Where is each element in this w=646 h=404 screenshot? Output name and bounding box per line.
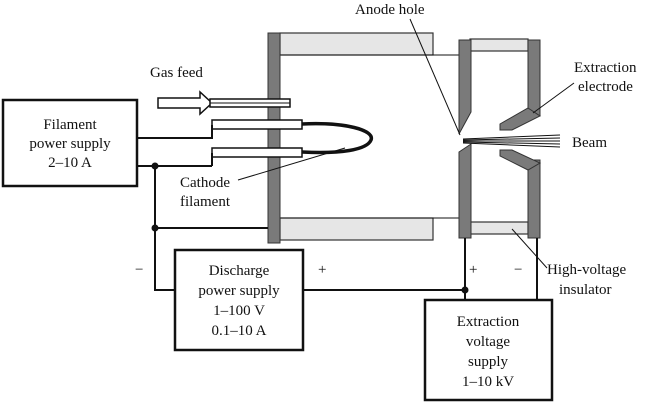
chamber-insulator-tubes: [279, 32, 529, 241]
discharge-minus-sign: −: [135, 262, 143, 278]
cathode-filament-label-line-2: filament: [180, 194, 231, 210]
discharge-supply-line-4: 0.1–10 A: [211, 323, 266, 339]
extraction-electrode-lower-plate: [527, 159, 541, 239]
discharge-supply-line-1: Discharge: [209, 263, 270, 279]
extraction-supply-line-2: voltage: [466, 334, 510, 350]
chamber-back-wall: [267, 32, 281, 244]
high-voltage-insulator-label-line-1: High-voltage: [547, 262, 626, 278]
junction-wall: [151, 224, 159, 232]
chamber-top-tube: [279, 32, 434, 56]
discharge-supply-line-3: 1–100 V: [213, 303, 265, 319]
anode-hole-label: Anode hole: [355, 2, 425, 18]
cathode-lower-feedthrough: [211, 147, 303, 158]
filament-supply-line-3: 2–10 A: [48, 155, 92, 171]
filament-supply-line-2: power supply: [29, 136, 111, 152]
filament-power-supply-box: [1, 98, 139, 188]
high-voltage-insulator-leader: [511, 228, 548, 269]
wiring: [137, 125, 538, 300]
gas-feed-label: Gas feed: [150, 65, 203, 81]
extraction-electrode-upper-plate: [527, 39, 541, 117]
extraction-supply-line-4: 1–10 kV: [462, 374, 514, 390]
gas-feed-arrow: [157, 90, 214, 116]
beam-label: Beam: [572, 135, 607, 151]
cathode-filament-leader: [237, 147, 346, 181]
extraction-top-insulator: [469, 38, 529, 52]
discharge-plus-sign: +: [318, 262, 326, 278]
filament-supply-line-1: Filament: [43, 117, 97, 133]
extraction-supply-line-1: Extraction: [457, 314, 520, 330]
extraction-electrode-label-line-1: Extraction: [574, 60, 637, 76]
discharge-supply-line-2: power supply: [198, 283, 280, 299]
extraction-bottom-insulator: [469, 221, 529, 235]
extraction-electrode-leader: [532, 82, 575, 114]
extraction-electrode-upper-lip: [499, 107, 541, 131]
junction-filament: [151, 162, 159, 170]
high-voltage-insulator-label-line-2: insulator: [559, 282, 612, 298]
discharge-power-supply-box: [173, 248, 305, 352]
extraction-electrode-label-line-2: electrode: [578, 79, 633, 95]
cathode-upper-feedthrough: [211, 119, 303, 130]
anode-lower-electrode: [458, 143, 472, 239]
junction-anode: [461, 286, 469, 294]
extraction-voltage-supply-box: [423, 298, 554, 402]
anode-upper-electrode: [458, 39, 472, 135]
extraction-supply-line-3: supply: [468, 354, 509, 370]
chamber-bottom-tube: [279, 217, 434, 241]
cathode-filament-label-line-1: Cathode: [180, 175, 230, 191]
anode-hole-leader: [409, 18, 461, 136]
beam-rays: [462, 134, 561, 148]
extraction-minus-sign: −: [514, 262, 522, 278]
extraction-electrode-lower-lip: [499, 149, 542, 171]
cathode-filament-loop: [301, 121, 373, 155]
extraction-plus-sign: +: [469, 262, 477, 278]
